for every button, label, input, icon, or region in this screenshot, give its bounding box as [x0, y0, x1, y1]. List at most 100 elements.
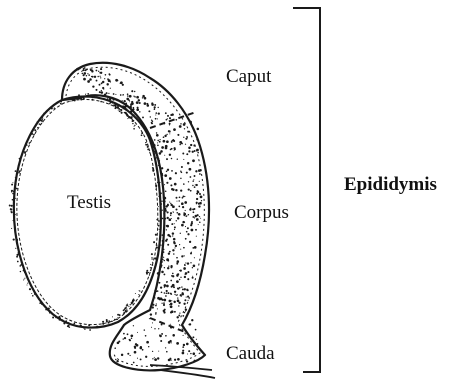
stipple-dot	[174, 294, 175, 295]
stipple-dot	[31, 293, 32, 294]
stipple-dot	[195, 170, 197, 172]
stipple-dot	[180, 178, 181, 179]
stipple-dot	[188, 189, 190, 191]
stipple-dot	[20, 271, 21, 272]
stipple-dot	[170, 305, 173, 308]
stipple-dot	[17, 261, 19, 263]
stipple-dot	[177, 260, 180, 263]
stipple-dot	[27, 285, 28, 286]
stipple-dot	[178, 200, 179, 201]
stipple-dot	[101, 90, 102, 91]
stipple-dot	[182, 288, 184, 290]
stipple-dot	[39, 123, 40, 124]
stipple-dot	[127, 304, 128, 305]
stipple-dot	[170, 303, 173, 306]
stipple-dot	[176, 295, 177, 296]
stipple-dot	[154, 106, 156, 108]
stipple-dot	[190, 353, 191, 354]
stipple-dot	[12, 182, 13, 183]
epididymis-bracket	[293, 8, 320, 372]
stipple-dot	[183, 137, 184, 138]
stipple-dot	[181, 255, 183, 257]
stipple-dot	[183, 303, 185, 305]
stipple-dot	[174, 359, 176, 361]
stipple-dot	[124, 337, 126, 339]
stipple-dot	[170, 203, 171, 204]
stipple-dot	[163, 304, 165, 306]
stipple-dot	[194, 150, 196, 152]
stipple-dot	[180, 269, 182, 271]
stipple-dot	[83, 68, 85, 70]
stipple-dot	[194, 246, 197, 249]
stipple-dot	[169, 300, 172, 303]
stipple-dot	[170, 236, 172, 238]
stipple-dot	[9, 205, 11, 207]
stipple-dot	[183, 267, 186, 270]
stipple-dot	[173, 242, 175, 244]
stipple-dot	[155, 305, 157, 307]
stipple-dot	[163, 136, 165, 138]
stipple-dot	[175, 119, 177, 121]
stipple-dot	[167, 211, 169, 213]
stipple-dot	[99, 91, 101, 93]
stipple-dot	[107, 78, 109, 80]
stipple-dot	[127, 118, 128, 119]
stipple-dot	[184, 222, 185, 223]
stipple-dot	[170, 280, 172, 282]
stipple-dot	[185, 272, 188, 275]
stipple-dot	[192, 151, 194, 153]
stipple-dot	[141, 134, 143, 136]
stipple-dot	[187, 262, 189, 264]
stipple-dot	[163, 302, 165, 304]
stipple-dot	[168, 266, 169, 267]
stipple-dot	[129, 95, 132, 98]
stipple-dot	[166, 290, 168, 292]
stipple-dot	[199, 222, 201, 224]
stipple-dot	[126, 98, 129, 101]
stipple-dot	[154, 357, 155, 358]
stipple-dot	[177, 158, 178, 159]
stipple-dot	[177, 294, 178, 295]
stipple-dot	[138, 294, 139, 295]
stipple-dot	[133, 107, 135, 109]
stipple-dot	[184, 288, 186, 290]
stipple-dot	[165, 190, 167, 192]
stipple-dot	[196, 339, 197, 340]
stipple-dot	[151, 257, 152, 258]
stipple-dot	[181, 286, 182, 287]
stipple-dot	[169, 202, 170, 203]
stipple-dot	[177, 134, 179, 136]
stipple-dot	[195, 329, 197, 331]
stipple-dot	[99, 76, 100, 77]
stipple-dot	[159, 141, 161, 143]
stipple-dot	[151, 122, 153, 124]
stipple-dot	[106, 319, 108, 321]
stipple-dot	[148, 110, 150, 112]
stipple-dot	[192, 336, 194, 338]
stipple-dot	[156, 134, 159, 137]
stipple-dot	[131, 302, 133, 304]
stipple-dot	[172, 188, 174, 190]
stipple-dot	[196, 198, 198, 200]
stipple-dot	[156, 303, 157, 304]
stipple-dot	[186, 360, 188, 362]
stipple-dot	[191, 229, 194, 232]
stipple-dot	[167, 292, 169, 294]
stipple-dot	[164, 284, 167, 287]
stipple-dot	[177, 217, 179, 219]
stipple-dot	[69, 327, 70, 328]
stipple-dot	[170, 324, 171, 325]
stipple-dot	[196, 203, 197, 204]
stipple-dot	[145, 142, 146, 143]
stipple-dot	[186, 297, 187, 298]
stipple-dot	[176, 220, 177, 221]
stipple-dot	[102, 81, 104, 83]
stipple-dot	[151, 327, 152, 328]
stipple-dot	[167, 115, 169, 117]
stipple-dot	[190, 190, 192, 192]
stipple-dot	[164, 260, 165, 261]
stipple-dot	[186, 289, 188, 291]
stipple-dot	[161, 291, 163, 293]
stipple-dot	[167, 217, 169, 219]
